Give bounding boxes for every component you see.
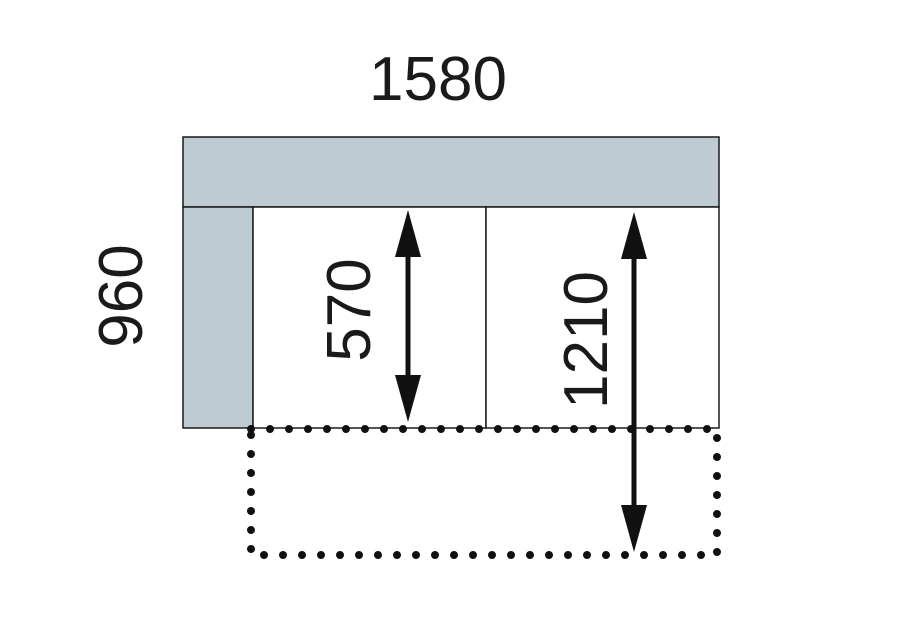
seat-cushion-left bbox=[252, 206, 487, 429]
seat-cushion-right bbox=[485, 206, 720, 429]
extended-seat-outline bbox=[247, 425, 721, 559]
backrest bbox=[182, 136, 720, 208]
seat-depth-dimension-label: 570 bbox=[315, 258, 384, 361]
depth-dimension-label: 960 bbox=[87, 244, 156, 347]
seat-depth-arrow bbox=[395, 210, 421, 422]
width-dimension-label: 1580 bbox=[369, 45, 507, 114]
extended-depth-arrow bbox=[621, 212, 647, 552]
side-backrest bbox=[182, 206, 254, 429]
extended-depth-dimension-label: 1210 bbox=[552, 271, 621, 409]
